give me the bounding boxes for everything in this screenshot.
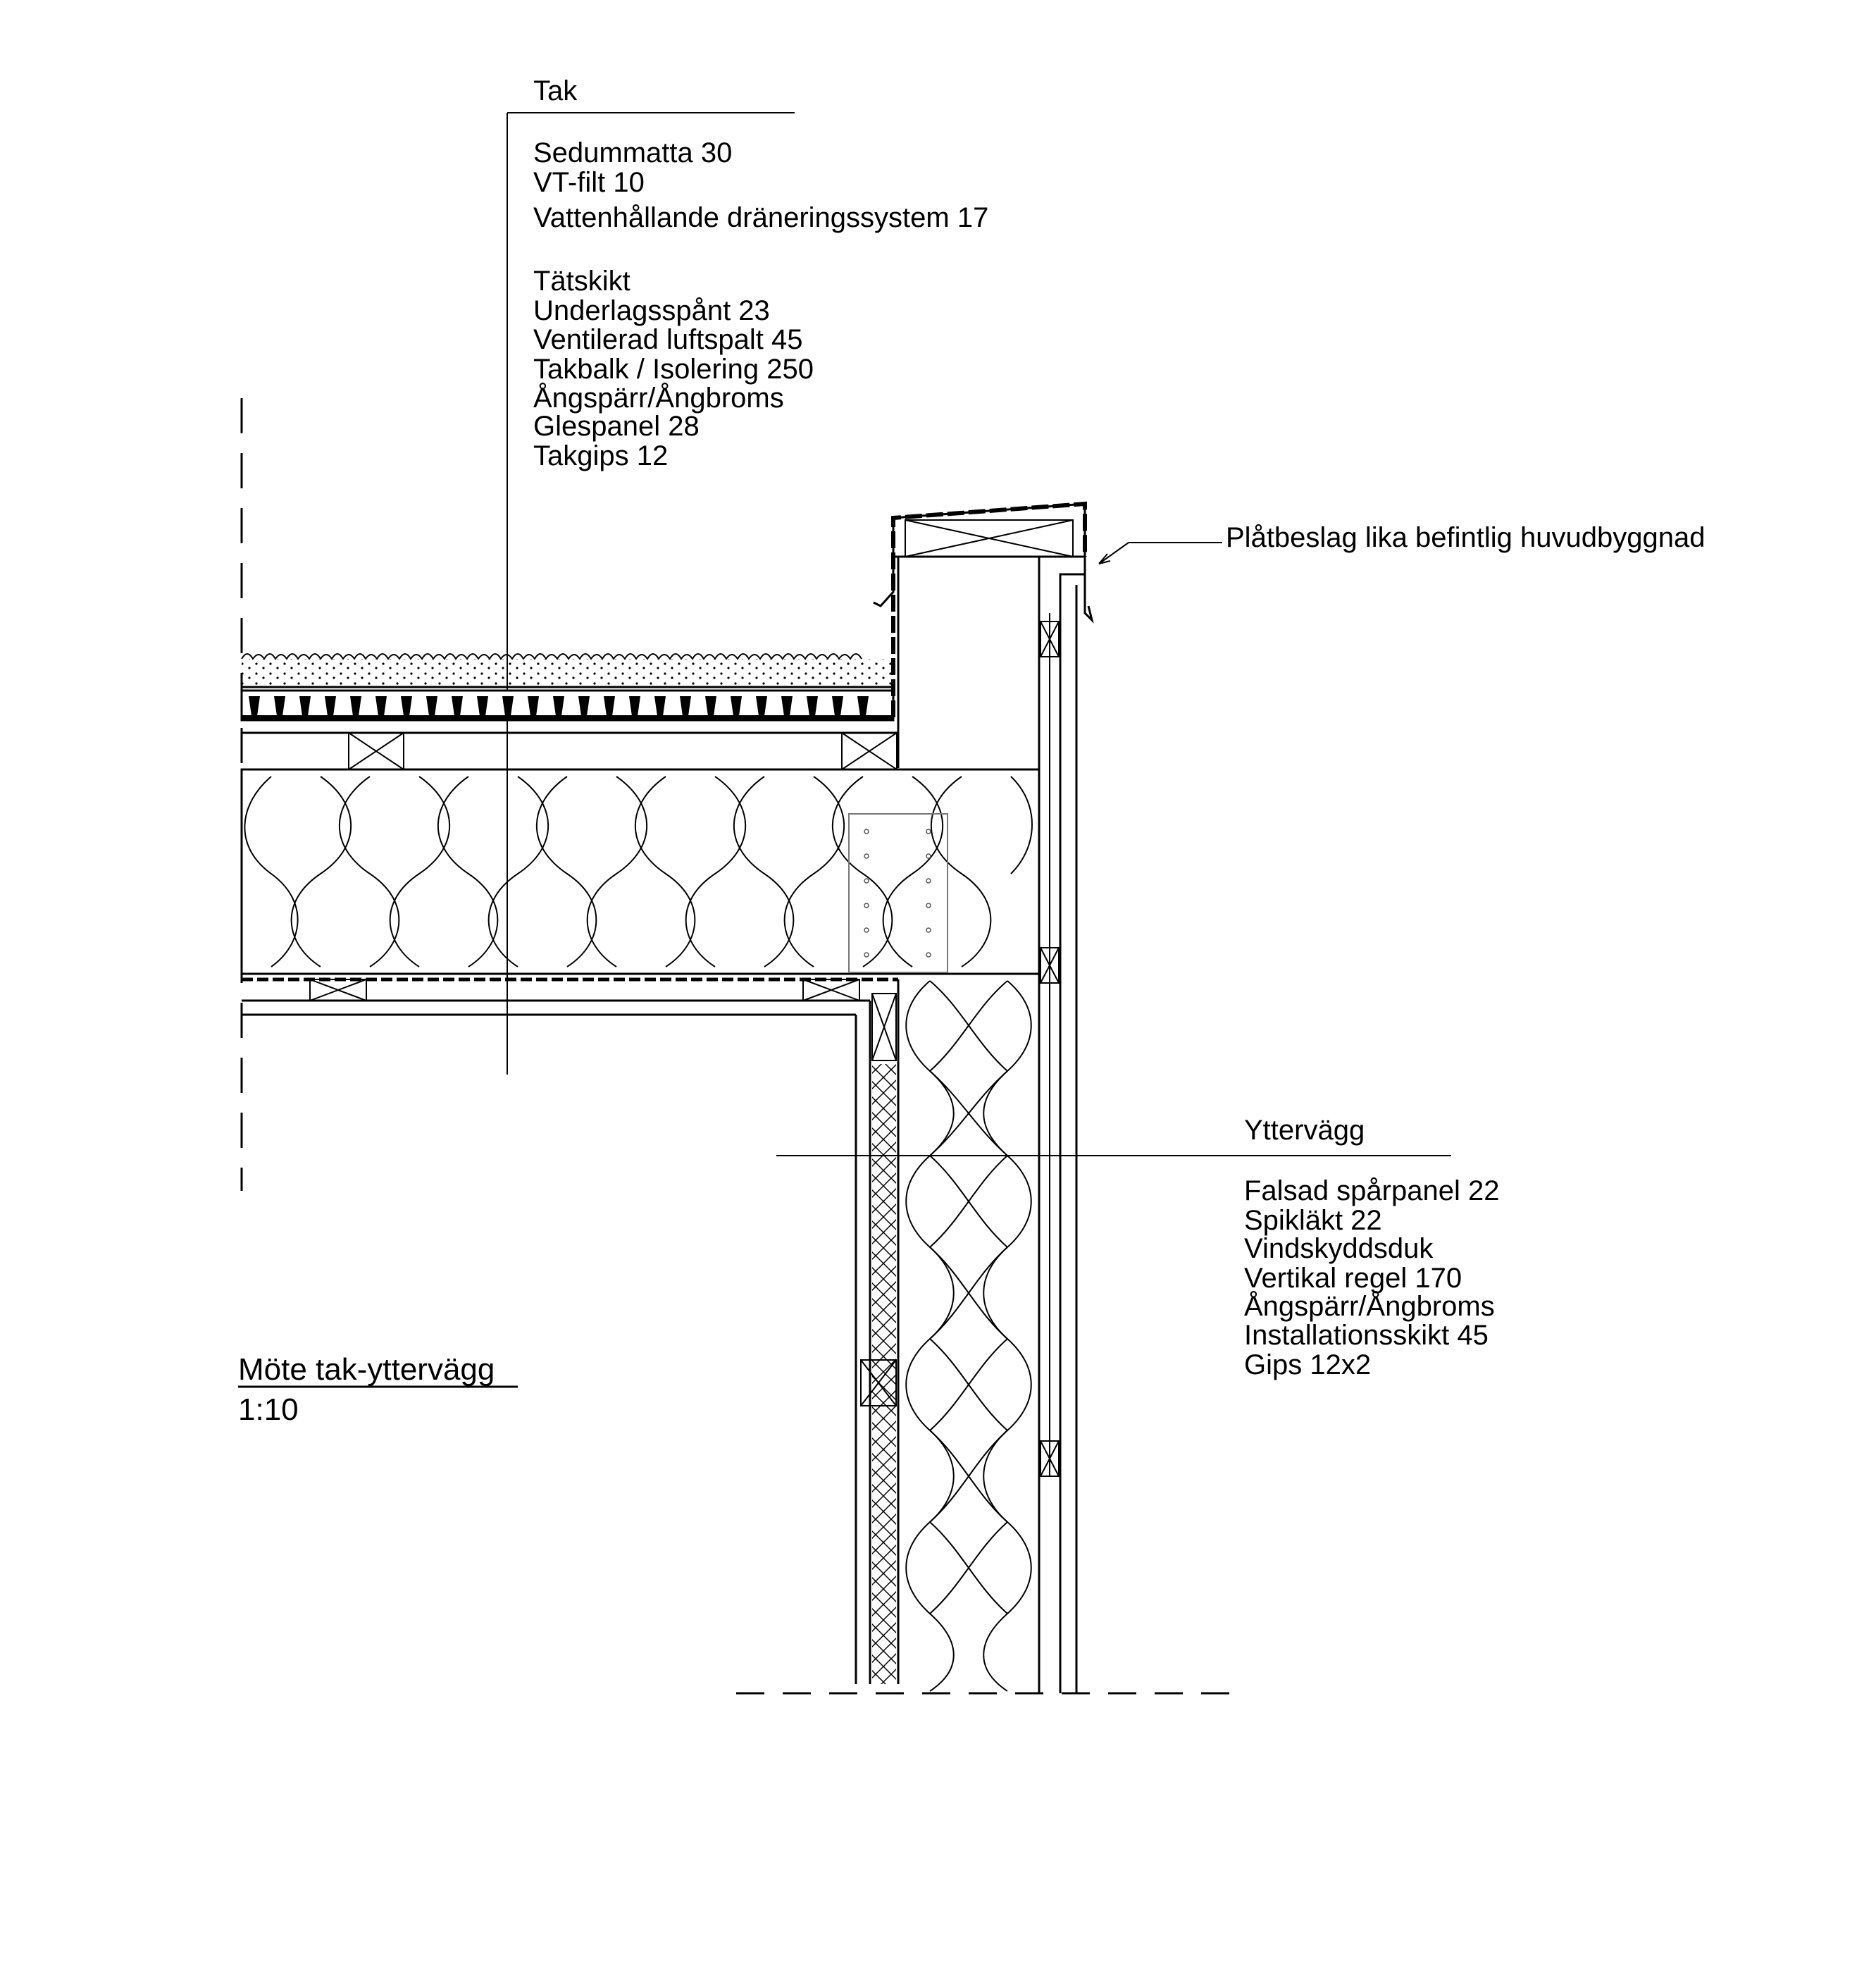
roof-layer: Underlagsspånt 23 [533, 295, 770, 326]
roof-leader [507, 112, 795, 1075]
sedum-layer [241, 653, 893, 688]
ceiling-layers [242, 977, 898, 1016]
roof-layer: Sedummatta 30 [533, 137, 732, 168]
roof-layer: Ventilerad luftspalt 45 [533, 324, 802, 355]
roof-layer: Ångspärr/Ångbroms [533, 382, 784, 414]
wall-layer: Gips 12x2 [1244, 1349, 1371, 1380]
roof-layer: Takbalk / Isolering 250 [533, 354, 814, 385]
roof-layer: Glespanel 28 [533, 411, 700, 442]
flashing-leader [1098, 542, 1222, 564]
roof-layer: Vattenhållande dräneringssystem 17 [533, 202, 988, 233]
wall-heading: Yttervägg [1244, 1115, 1365, 1146]
detail-scale: 1:10 [238, 1392, 299, 1427]
wall-layer: Ångspärr/Ångbroms [1244, 1290, 1495, 1322]
roof-layer: VT-filt 10 [533, 167, 645, 198]
wall-layer: Spikläkt 22 [1244, 1205, 1382, 1236]
roof-insulation [240, 768, 1041, 975]
roof-section [240, 653, 1041, 1016]
decking-layer [242, 731, 1039, 771]
wall-layer: Falsad spårpanel 22 [1244, 1175, 1499, 1206]
wall-layer: Installationsskikt 45 [1244, 1320, 1489, 1351]
detail-title-block: Möte tak-yttervägg 1:10 [238, 1352, 518, 1427]
flashing-note: Plåtbeslag lika befintlig huvudbyggnad [1226, 522, 1706, 553]
roof-layer: Tätskikt [533, 266, 630, 297]
wall-layer: Vertikal regel 170 [1244, 1263, 1462, 1294]
detail-title: Möte tak-yttervägg [238, 1352, 495, 1387]
roof-layer: Takgips 12 [533, 440, 668, 471]
wall-layer: Vindskyddsduk [1244, 1233, 1434, 1264]
roof-heading: Tak [533, 75, 578, 106]
roof-spec: Tak Sedummatta 30 VT-filt 10 Vattenhålla… [533, 75, 988, 471]
wall-spec: Yttervägg Falsad spårpanel 22 Spikläkt 2… [1244, 1115, 1499, 1380]
wall-section [855, 585, 1078, 1693]
drainage-layer [240, 689, 895, 722]
parapet [873, 501, 1094, 1693]
